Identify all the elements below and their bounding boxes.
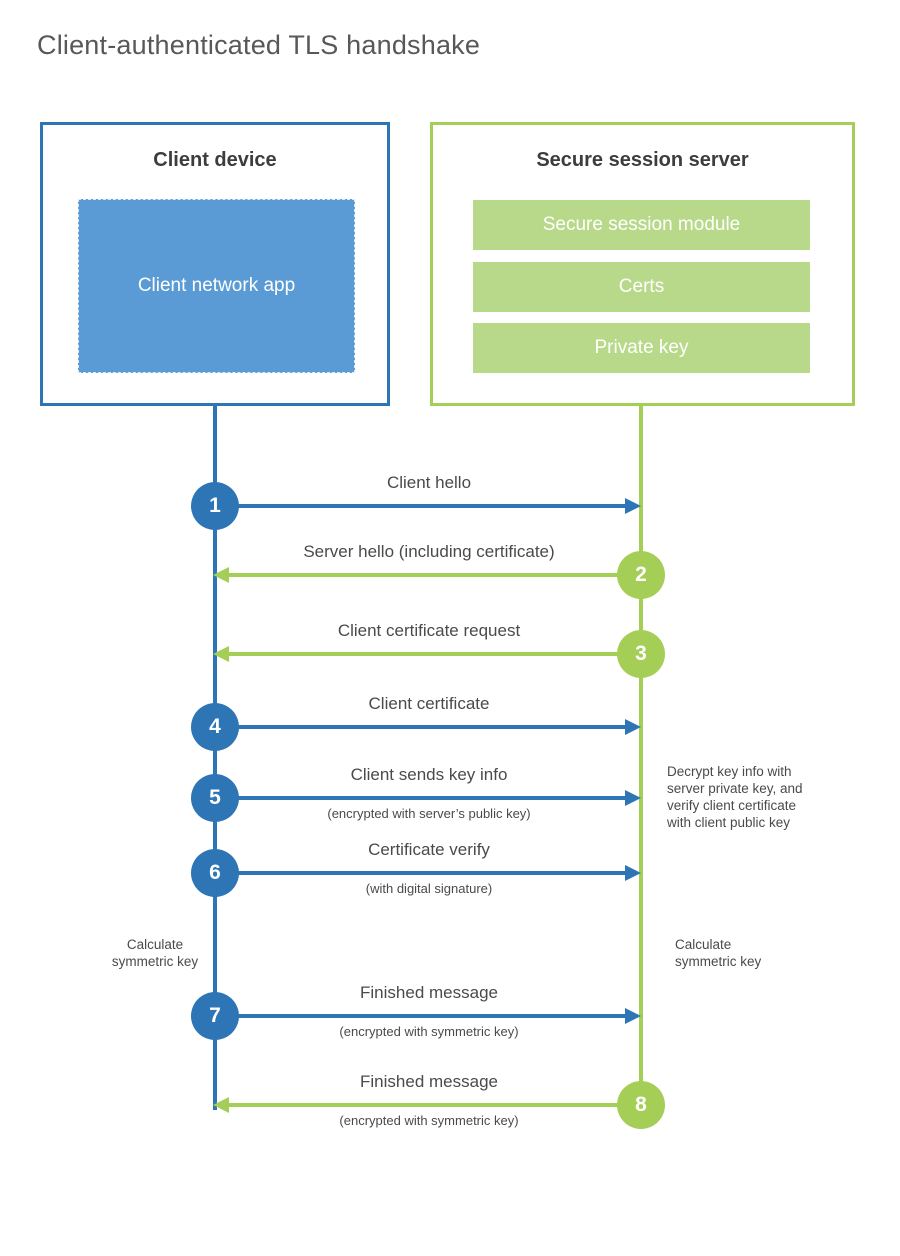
page-title: Client-authenticated TLS handshake: [37, 30, 481, 60]
step-5-sublabel: (encrypted with server’s public key): [327, 806, 531, 821]
server-module-certs: Certs: [473, 262, 810, 312]
step-4-arrow-line: [215, 725, 625, 729]
step-3-label: Client certificate request: [337, 621, 521, 640]
step-7-arrow-line: [215, 1014, 625, 1018]
step-5-arrow-head: [625, 790, 641, 806]
step-7-sublabel: (encrypted with symmetric key): [339, 1024, 519, 1039]
step-8-label: Finished message: [360, 1072, 498, 1091]
secure-session-server-title: Secure session server: [536, 149, 749, 171]
step-3-badge: 3: [617, 630, 665, 678]
calculate-symmetric-key-note-server: Calculate symmetric key: [675, 937, 762, 969]
server-module-secure-session-module: Secure session module: [473, 200, 810, 250]
step-4-badge: 4: [191, 703, 239, 751]
step-6-arrow-head: [625, 865, 641, 881]
client-device-box: Client device Client network app: [40, 122, 390, 406]
calculate-symmetric-key-note-client: Calculate symmetric key: [111, 937, 199, 969]
step-6-label: Certificate verify: [368, 840, 490, 859]
step-3-arrow-line: [228, 652, 641, 656]
step-5-badge: 5: [191, 774, 239, 822]
step-8-arrow-head: [213, 1097, 229, 1113]
step-6-badge: 6: [191, 849, 239, 897]
step-6-sublabel: (with digital signature): [365, 881, 493, 896]
secure-session-server-box: Secure session server Secure session mod…: [430, 122, 855, 406]
step-8-badge: 8: [617, 1081, 665, 1129]
step-3-arrow-head: [213, 646, 229, 662]
step-2-badge: 2: [617, 551, 665, 599]
client-device-title: Client device: [153, 149, 277, 171]
step-2-arrow-head: [213, 567, 229, 583]
step-2-label: Server hello (including certificate): [303, 542, 555, 561]
step-2-arrow-line: [228, 573, 641, 577]
step-1-label: Client hello: [386, 473, 472, 492]
server-lifeline: [639, 405, 643, 1108]
step-7-badge: 7: [191, 992, 239, 1040]
step-6-arrow-line: [215, 871, 625, 875]
client-lifeline: [213, 405, 217, 1110]
step-1-arrow-head: [625, 498, 641, 514]
step-4-arrow-head: [625, 719, 641, 735]
step-4-label: Client certificate: [368, 694, 490, 713]
step-7-arrow-head: [625, 1008, 641, 1024]
step-7-label: Finished message: [360, 983, 498, 1002]
step-8-sublabel: (encrypted with symmetric key): [339, 1113, 519, 1128]
step-1-badge: 1: [191, 482, 239, 530]
step-5-label: Client sends key info: [350, 765, 508, 784]
decrypt-key-note: Decrypt key info with server private key…: [667, 764, 803, 830]
step-8-arrow-line: [228, 1103, 641, 1107]
step-1-arrow-line: [215, 504, 625, 508]
step-5-arrow-line: [215, 796, 625, 800]
client-network-app-box: Client network app: [78, 199, 355, 373]
server-module-private-key: Private key: [473, 323, 810, 373]
